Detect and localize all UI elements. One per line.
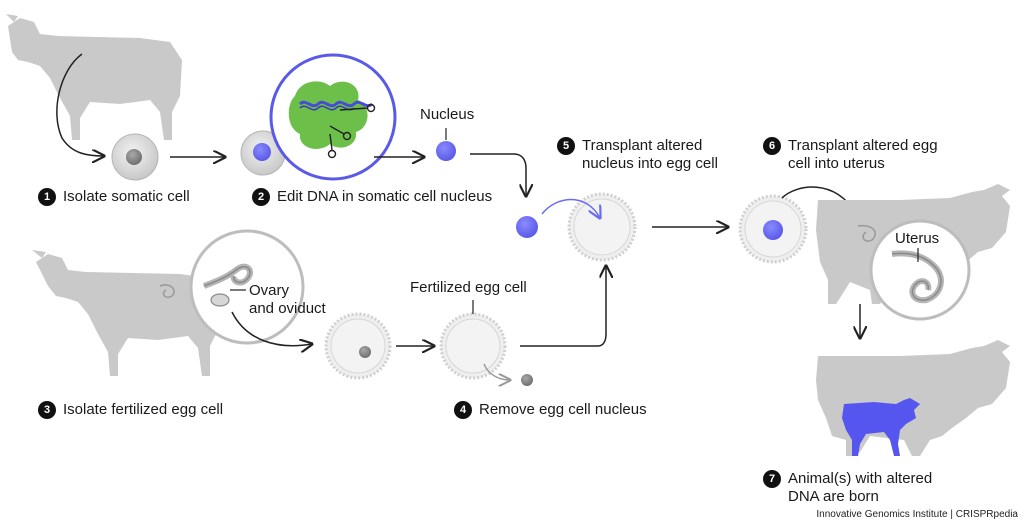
arrow-ovary-to-egg xyxy=(231,311,312,346)
cow-silhouette-mother xyxy=(816,340,1010,456)
step-number: 1 xyxy=(38,188,56,206)
egg-cell-icon-4 xyxy=(439,312,507,380)
cow-silhouette-donor xyxy=(6,14,182,140)
egg-cell-icon-6 xyxy=(738,194,808,264)
step-1: 1 Isolate somatic cell xyxy=(38,188,190,206)
step-number: 5 xyxy=(557,137,575,155)
crispr-complex-icon xyxy=(269,53,397,181)
step-label: Edit DNA in somatic cell nucleus xyxy=(277,188,493,205)
uterus-label: Uterus xyxy=(895,230,940,247)
step-number: 3 xyxy=(38,401,56,419)
step-label: Isolate somatic cell xyxy=(63,188,190,205)
step-number: 6 xyxy=(763,137,781,155)
cow-silhouette-egg-donor xyxy=(32,250,220,376)
ovary-icon-small xyxy=(159,284,175,299)
nucleus-label: Nucleus xyxy=(420,106,475,123)
step-4: 4 Remove egg cell nucleus xyxy=(454,401,647,419)
source-credit: Innovative Genomics Institute | CRISPRpe… xyxy=(816,509,1018,520)
somatic-cell-icon xyxy=(111,133,159,181)
arrow-4-to-5 xyxy=(520,266,606,347)
uterus-icon-small xyxy=(857,224,876,242)
step-number: 4 xyxy=(454,401,472,419)
removed-nucleus-icon xyxy=(521,374,533,386)
fertilized-egg-label: Fertilized egg cell xyxy=(410,279,527,296)
arrow-insert-nucleus xyxy=(541,198,600,219)
isolated-nucleus-icon xyxy=(436,141,456,161)
step-number: 2 xyxy=(252,188,270,206)
step-number: 7 xyxy=(763,470,781,488)
egg-cell-icon-3 xyxy=(324,312,392,380)
step-2: 2 Edit DNA in somatic cell nucleus xyxy=(252,188,492,206)
step-label: Remove egg cell nucleus xyxy=(479,401,647,418)
transplant-nucleus-icon xyxy=(516,216,538,238)
arrow-nucleus-down xyxy=(470,153,526,196)
uterus-magnifier xyxy=(869,219,971,321)
arrow-remove-nucleus xyxy=(483,363,510,380)
step-3: 3 Isolate fertilized egg cell xyxy=(38,401,223,419)
ovary-magnifier xyxy=(189,229,305,345)
arrow-cow-to-cell xyxy=(56,53,104,156)
egg-cell-icon-5 xyxy=(567,192,637,262)
calf-silhouette xyxy=(842,398,920,456)
step-label: Isolate fertilized egg cell xyxy=(63,401,224,418)
edited-cell-icon xyxy=(240,130,286,176)
